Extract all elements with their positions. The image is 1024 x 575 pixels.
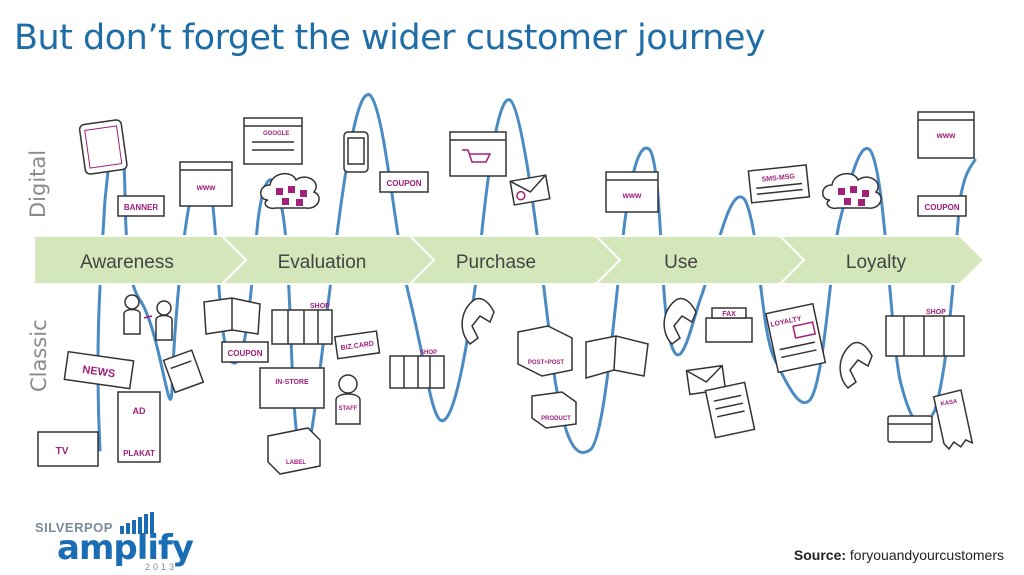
credit-card-icon xyxy=(887,415,933,443)
loyalty-document-icon: LOYALTY xyxy=(764,302,827,374)
word-of-mouth-icon xyxy=(123,294,173,341)
shop-text-2: SHOP xyxy=(420,350,437,356)
tv-text: TV xyxy=(56,446,69,457)
coupon-icon-2: COUPON xyxy=(917,195,967,217)
email-icon xyxy=(509,174,551,206)
stage-band: Awareness Evaluation Purchase Use Loyalt… xyxy=(33,235,986,285)
www-text-3: www xyxy=(936,131,956,140)
social-cloud-icon-2 xyxy=(822,173,882,210)
silverpop-amplify-logo: SILVERPOP amplify 2013 xyxy=(35,510,195,572)
stage-label-use: Use xyxy=(664,252,698,273)
telephone-icon-2 xyxy=(663,297,697,345)
banner-icon: BANNER xyxy=(117,195,165,217)
www-text: www xyxy=(196,183,216,192)
bizcard-text: BIZ.CARD xyxy=(340,341,374,353)
coupon-icon: COUPON xyxy=(379,171,429,193)
catalog-icon xyxy=(203,297,261,335)
browser-window-icon-2: www xyxy=(605,171,659,213)
stage-label-purchase: Purchase xyxy=(456,252,536,273)
plakat-text: PLAKAT xyxy=(123,449,155,458)
google-text: GOOGLE xyxy=(263,131,289,137)
source-citation: Source: foryouandyourcustomers xyxy=(794,547,1004,563)
coupon-text-2: COUPON xyxy=(924,203,959,212)
business-card-icon: BIZ.CARD xyxy=(333,330,381,360)
logo-top-text: SILVERPOP xyxy=(35,520,113,535)
shop-icon: SHOP xyxy=(271,303,333,345)
stage-label-awareness: Awareness xyxy=(80,252,174,273)
search-page-icon: GOOGLE xyxy=(243,117,303,165)
tv-icon: TV xyxy=(37,431,99,467)
stage-label-evaluation: Evaluation xyxy=(278,252,367,273)
telephone-icon-3 xyxy=(839,341,873,389)
document-icon xyxy=(704,381,756,439)
smartphone-icon xyxy=(343,131,369,173)
tablet-icon xyxy=(78,119,128,175)
parcel-icon: POST+POST xyxy=(517,325,573,377)
signal-bars-icon xyxy=(120,512,154,534)
shop-text-3: SHOP xyxy=(926,309,946,316)
label-text: LABEL xyxy=(286,460,306,466)
instore-text: IN-STORE xyxy=(275,379,309,386)
postpost-text: POST+POST xyxy=(528,360,565,366)
paper-coupon-icon: COUPON xyxy=(221,341,269,363)
social-cloud-icon xyxy=(260,173,320,210)
coupon-text: COUPON xyxy=(386,179,421,188)
classic-coupon-text: COUPON xyxy=(227,349,262,358)
labeled-box-icon: LABEL xyxy=(267,427,321,475)
flyer-icon xyxy=(162,349,205,394)
kasa-text: KASA xyxy=(940,399,958,408)
product-box-icon: PRODUCT xyxy=(531,391,577,429)
newspaper-icon: NEWS xyxy=(63,350,135,390)
browser-window-icon-3: www xyxy=(917,111,975,159)
receipt-icon: KASA xyxy=(932,389,974,451)
browser-window-icon: www xyxy=(179,161,233,207)
product-text: PRODUCT xyxy=(541,416,571,422)
source-label: Source: xyxy=(793,547,847,563)
source-value: foryouandyourcustomers xyxy=(849,547,1004,563)
stage-chevron-loyalty xyxy=(777,235,986,285)
manual-book-icon xyxy=(585,335,649,379)
fax-text: FAX xyxy=(722,311,736,318)
stage-chevron-use xyxy=(593,235,806,285)
shop-text: SHOP xyxy=(310,303,330,310)
sms-text: SMS-MSG xyxy=(761,173,796,184)
logo-main-text: amplify xyxy=(57,528,194,568)
staff-person-icon: STAFF xyxy=(335,374,361,425)
telephone-icon xyxy=(461,297,495,345)
shop-icon-3: SHOP xyxy=(885,309,965,357)
news-text: NEWS xyxy=(82,364,116,380)
stage-label-loyalty: Loyalty xyxy=(846,252,907,273)
ad-text: AD xyxy=(133,406,146,416)
shop-icon-2: SHOP xyxy=(389,350,445,389)
fax-machine-icon: FAX xyxy=(705,307,753,343)
in-store-display-icon: IN-STORE xyxy=(259,367,325,409)
page-title: But don’t forget the wider customer jour… xyxy=(14,18,766,58)
sms-phone-icon: SMS-MSG xyxy=(747,164,811,204)
www-text-2: www xyxy=(622,191,642,200)
poster-icon: AD PLAKAT xyxy=(117,391,161,463)
webshop-cart-icon xyxy=(449,131,507,177)
banner-text: BANNER xyxy=(124,203,158,212)
logo-year-text: 2013 xyxy=(145,562,178,572)
staff-text: STAFF xyxy=(339,406,358,412)
